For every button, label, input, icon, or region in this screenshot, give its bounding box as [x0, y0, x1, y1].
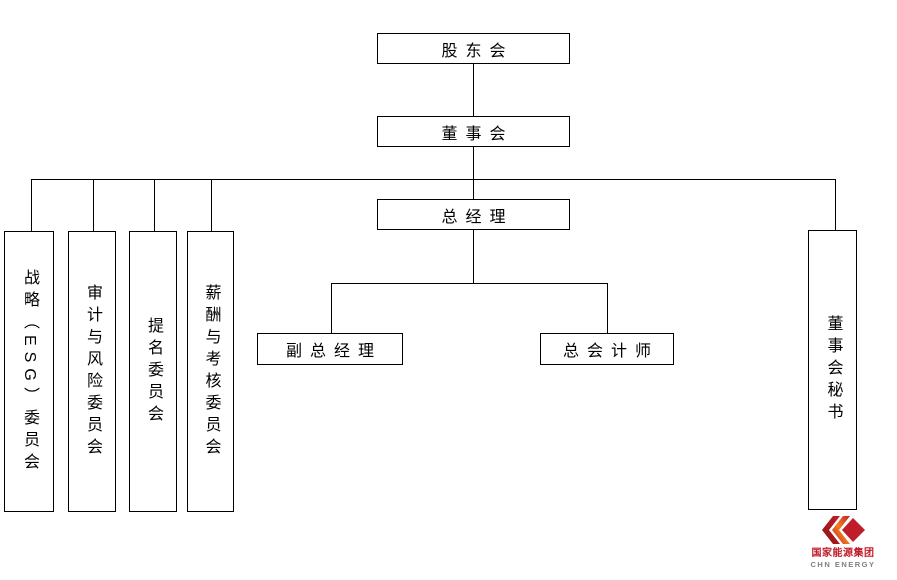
connector-board-rail: [31, 179, 835, 180]
logo-name-cn: 国家能源集团: [811, 548, 875, 559]
node-label: 审计与风险委员会: [84, 283, 101, 460]
node-remuneration-assessment-committee: 薪酬与考核委员会: [187, 231, 234, 512]
connector-drop-strategy: [31, 179, 32, 231]
connector-drop-deputy-gm: [331, 283, 332, 333]
node-shareholders-meeting: 股东会: [377, 33, 570, 64]
node-board-secretary: 董事会秘书: [808, 230, 857, 510]
node-chief-accountant: 总会计师: [540, 333, 674, 365]
node-label: 副总经理: [285, 343, 382, 360]
connector-drop-chief-accountant: [607, 283, 608, 333]
node-label: 股东会: [441, 42, 514, 60]
node-strategy-esg-committee: 战略（ESG）委员会: [4, 231, 54, 512]
connector-drop-nomination: [154, 179, 155, 231]
node-general-manager: 总经理: [377, 199, 570, 230]
node-label: 总经理: [441, 208, 514, 226]
company-logo: 国家能源集团 CHN ENERGY: [804, 513, 882, 569]
connector-drop-audit: [93, 179, 94, 231]
node-label: 战略（ESG）委员会: [21, 268, 38, 475]
chn-energy-logo-icon: [821, 516, 865, 544]
connector-drop-remuneration: [211, 179, 212, 231]
node-label: 董事会秘书: [824, 315, 842, 425]
node-label: 薪酬与考核委员会: [202, 283, 220, 460]
connector-drop-secretary: [835, 179, 836, 230]
node-audit-risk-committee: 审计与风险委员会: [68, 231, 116, 512]
node-nomination-committee: 提名委员会: [129, 231, 177, 512]
connector-shareholders-board: [473, 64, 474, 116]
logo-name-en: CHN ENERGY: [810, 560, 876, 569]
node-label: 提名委员会: [145, 316, 162, 427]
connector-gm-rail: [331, 283, 608, 284]
connector-gm-branch: [473, 230, 474, 283]
node-deputy-general-manager: 副总经理: [257, 333, 403, 365]
node-label: 总会计师: [562, 343, 659, 360]
node-label: 董事会: [441, 125, 514, 143]
connector-board-gm: [473, 147, 474, 199]
node-board-of-directors: 董事会: [377, 116, 570, 147]
